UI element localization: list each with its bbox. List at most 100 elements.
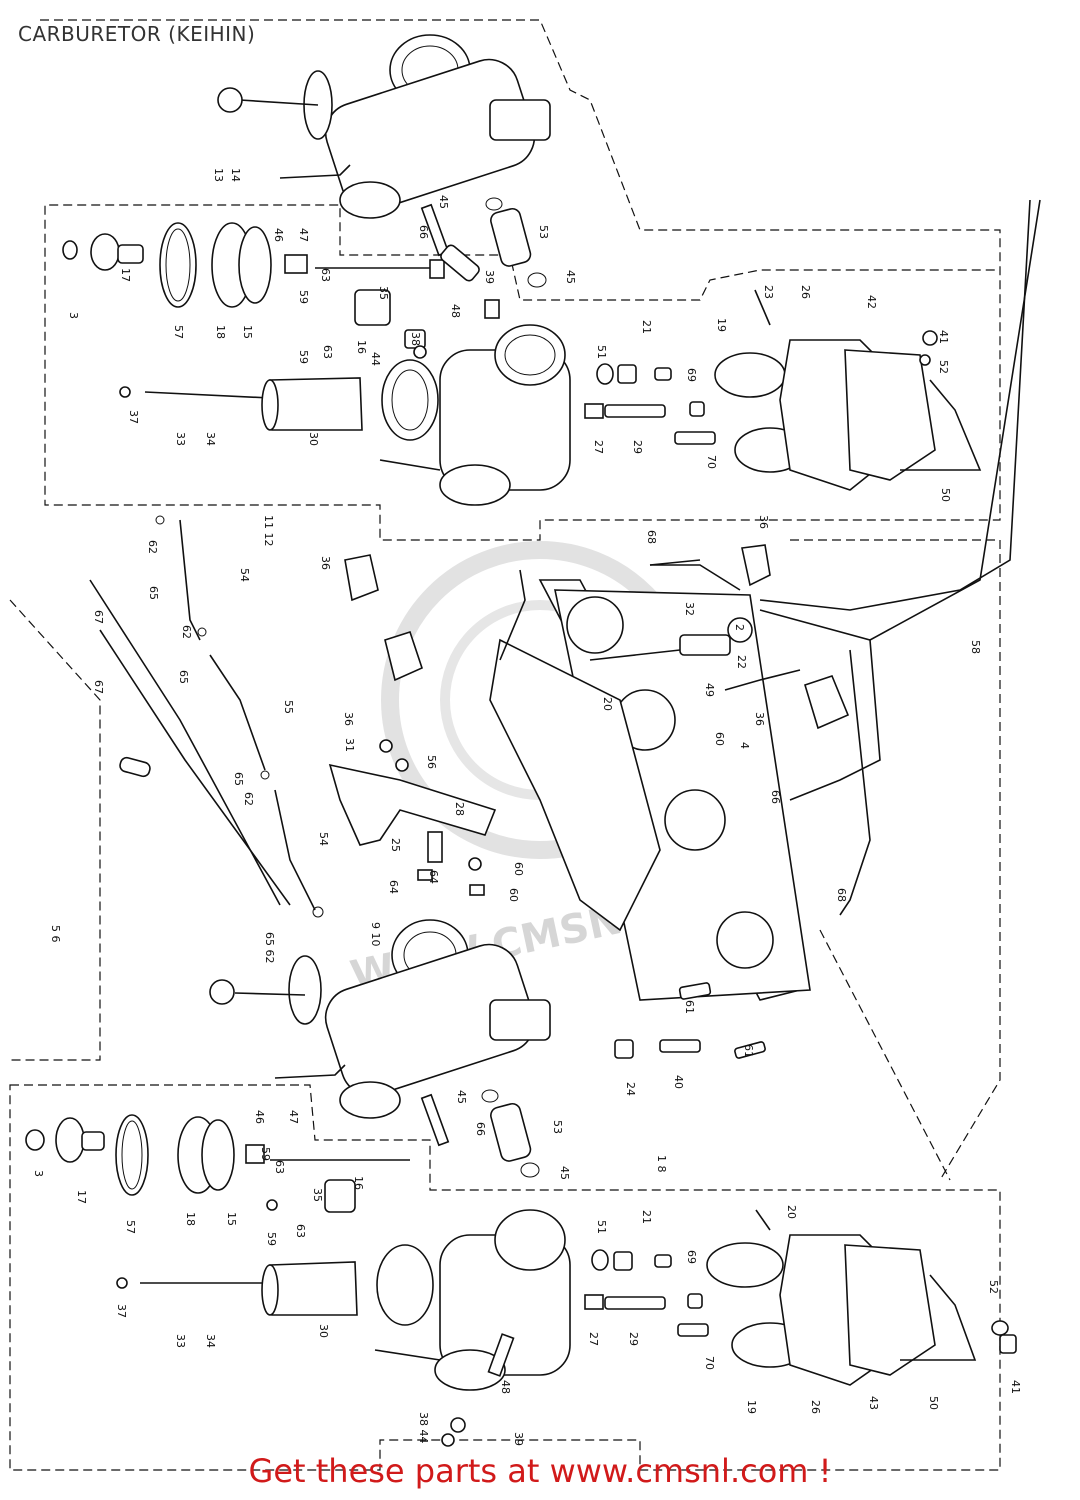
part-number-label: 53 [551,1120,564,1134]
group-borders [9,19,1001,1471]
part-number-label: 52 [937,360,950,374]
part-number-label: 63 [273,1160,286,1174]
part-number-label: 40 [672,1075,685,1089]
part-number-label: 24 [624,1082,637,1096]
part-number-label: 23 [762,285,775,299]
part-number-label: 41 [1009,1380,1022,1394]
lower-carburetor [209,919,766,1178]
part-number-label: 62 [180,625,193,639]
part-number-label: 19 [715,318,728,332]
part-number-label: 65 62 [263,932,276,964]
part-number-label: 64 [427,870,440,884]
linkage-and-manifold [89,199,1041,1001]
part-number-label: 35 [377,286,390,300]
lower-group-border [9,1084,1001,1471]
part-number-label: 38 44 [417,1412,430,1444]
part-number-label: 67 [92,610,105,624]
part-number-label: 22 [735,655,748,669]
part-number-label: 21 [640,320,653,334]
part-number-label: 36 [757,515,770,529]
link-line [819,929,951,1181]
part-number-label: 69 [685,1250,698,1264]
part-number-label: 57 [124,1220,137,1234]
part-number-label: 31 [343,738,356,752]
part-number-label: 50 [927,1396,940,1410]
part-number-label: 68 [645,530,658,544]
part-number-label: 27 [587,1332,600,1346]
part-number-label: 48 [449,304,462,318]
part-number-label: 15 [225,1212,238,1226]
part-number-label: 53 [537,225,550,239]
part-number-label: 26 [799,285,812,299]
part-number-label: 36 [342,712,355,726]
part-number-label: 3 [67,312,80,319]
part-number-label: 49 [703,683,716,697]
part-number-label: 67 [92,680,105,694]
part-number-label: 2 [733,624,746,631]
part-number-label: 33 [174,432,187,446]
part-number-label: 38 [409,332,422,346]
part-number-label: 65 [177,670,190,684]
part-number-label: 44 [369,352,382,366]
part-number-label: 30 [307,432,320,446]
part-number-label: 21 [640,1210,653,1224]
part-number-label: 16 [355,340,368,354]
part-number-label: 15 [241,325,254,339]
part-number-label: 45 [558,1166,571,1180]
part-number-label: 47 [287,1110,300,1124]
part-number-label: 45 [564,270,577,284]
part-number-label: 19 [745,1400,758,1414]
part-number-label: 35 [311,1188,324,1202]
part-number-label: 34 [204,432,217,446]
part-number-label: 14 [229,168,242,182]
part-number-label: 4 [738,742,751,749]
lower-detail-parts [25,1114,1017,1447]
part-number-label: 69 [685,368,698,382]
part-number-label: 43 [867,1396,880,1410]
part-number-label: 20 [601,697,614,711]
part-number-label: 70 [705,455,718,469]
part-number-label: 51 [595,1220,608,1234]
part-number-label: 60 [512,862,525,876]
footer-parts-link[interactable]: Get these parts at www.cmsnl.com ! [248,1452,832,1490]
part-number-label: 29 [631,440,644,454]
left-group-border [9,599,101,1061]
part-number-label: 39 [483,270,496,284]
part-number-label: 16 [352,1176,365,1190]
part-number-label: 54 [238,568,251,582]
part-number-label: 34 [204,1334,217,1348]
part-number-label: 46 [272,228,285,242]
part-number-label: 5 6 [49,925,62,943]
part-number-label: 39 [512,1432,525,1446]
part-number-label: 45 [455,1090,468,1104]
part-number-label: 46 [253,1110,266,1124]
part-number-label: 61 [742,1044,755,1058]
part-number-label: 56 [425,755,438,769]
part-number-label: 41 [937,330,950,344]
part-number-label: 65 [147,586,160,600]
part-number-label: 37 [115,1304,128,1318]
part-number-label: 17 [75,1190,88,1204]
part-number-label: 70 [703,1356,716,1370]
part-number-label: 36 [319,556,332,570]
part-number-label: 68 [835,888,848,902]
part-number-label: 52 [987,1280,1000,1294]
part-number-label: 48 [499,1380,512,1394]
part-number-label: 36 [753,712,766,726]
part-number-label: 32 [683,602,696,616]
part-number-label: 66 [417,225,430,239]
part-number-label: 59 [297,290,310,304]
part-number-label: 13 [212,168,225,182]
part-number-label: 59 [297,350,310,364]
part-number-label: 51 [595,345,608,359]
part-number-label: 55 [282,700,295,714]
part-number-label: 45 [437,195,450,209]
part-number-label: 66 [474,1122,487,1136]
part-number-label: 61 [683,1000,696,1014]
part-number-label: 59 [265,1232,278,1246]
part-number-label: 17 [119,268,132,282]
upper-carburetor [217,34,551,288]
part-number-label: 47 [297,228,310,242]
